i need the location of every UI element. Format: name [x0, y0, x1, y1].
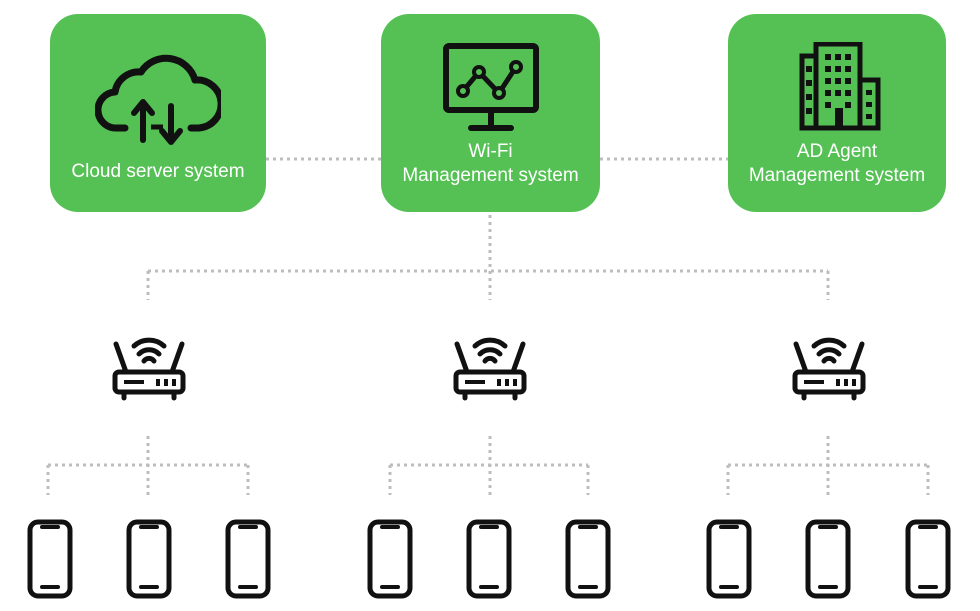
wifi-management-label-line1: Wi-Fi [468, 141, 513, 162]
smartphone-icon [225, 519, 271, 599]
ad-agent-label-line2: Management system [748, 165, 926, 186]
office-building-icon [799, 42, 881, 131]
wifi-management-label-line2: Management system [402, 165, 579, 186]
ad-agent-node: AD Agent Management system [728, 14, 946, 212]
smartphone-icon [466, 519, 512, 599]
wifi-router-icon [453, 337, 527, 401]
smartphone-icon [565, 519, 611, 599]
smartphone-icon [905, 519, 951, 599]
wifi-router-icon [792, 337, 866, 401]
smartphone-icon [706, 519, 752, 599]
ad-agent-label-line1: AD Agent [796, 141, 878, 162]
smartphone-icon [27, 519, 73, 599]
wifi-management-node: Wi-Fi Management system [381, 14, 600, 212]
cloud-upload-download-icon [95, 54, 221, 145]
wifi-router-icon [112, 337, 186, 401]
smartphone-icon [805, 519, 851, 599]
monitor-line-chart-icon [443, 43, 539, 131]
cloud-server-node: Cloud server system [50, 14, 266, 212]
smartphone-icon [367, 519, 413, 599]
cloud-server-label: Cloud server system [71, 161, 245, 182]
smartphone-icon [126, 519, 172, 599]
